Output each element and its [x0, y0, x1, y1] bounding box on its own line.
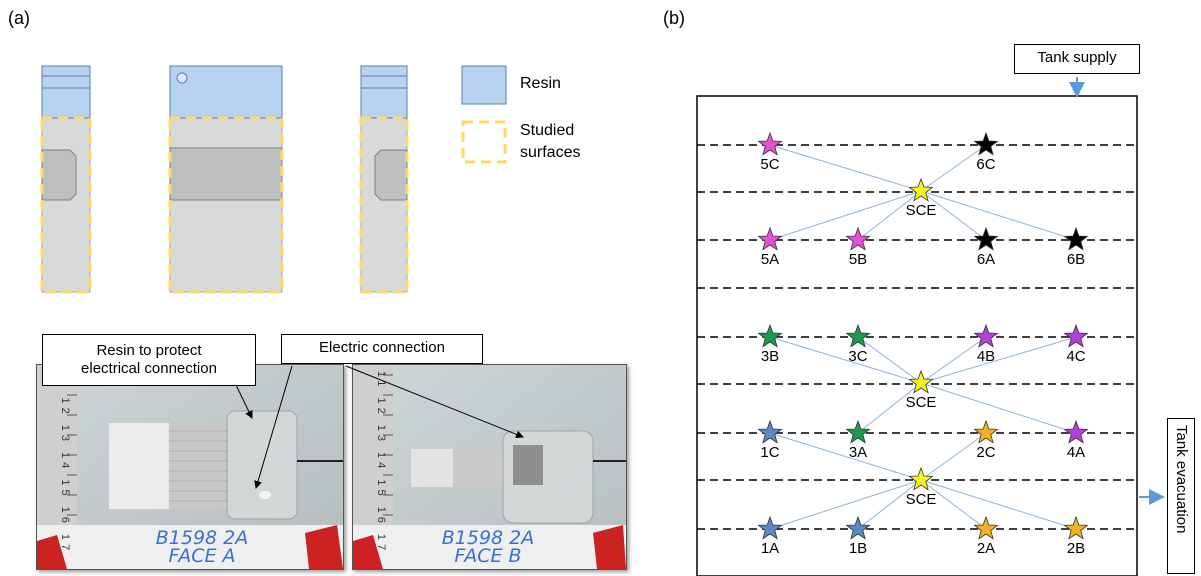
tank-outline [696, 95, 1138, 576]
sample-star-3c-icon [845, 323, 871, 348]
tank-levels [697, 144, 1137, 530]
photo-face-a-tag-line1: B1598 2A [155, 527, 249, 549]
sample-label-1a: 1A [760, 540, 780, 557]
legend-resin-label: Resin [520, 75, 561, 92]
sample-label-1b: 1B [848, 540, 868, 557]
photo-face-a-tag: B1598 2A FACE A [107, 527, 297, 567]
callout-resin-line1: Resin to protect [96, 342, 202, 359]
sample-label-5c: 5C [760, 156, 780, 173]
callout-electric-box: Electric connection [281, 334, 483, 364]
tank-evacuation-box: Tank evacuation [1167, 418, 1195, 574]
connector-line [920, 336, 987, 384]
connector-line [769, 336, 922, 384]
sample-star-1b-icon [845, 515, 871, 540]
sample-star-1a-icon [757, 515, 783, 540]
sample-star-2a-icon [973, 515, 999, 540]
sample-star-3a-icon [845, 419, 871, 444]
sample-connectors [769, 144, 1077, 530]
sample-face [168, 65, 284, 294]
tank-supply-label: Tank supply [1014, 44, 1140, 74]
panel-b-label: (b) [663, 8, 685, 28]
sample-label-sce: SCE [905, 491, 937, 508]
connector-line [769, 432, 922, 481]
connector-line [920, 336, 1077, 384]
sample-star-2c-icon [973, 419, 999, 444]
sample-star-5a-icon [757, 226, 783, 251]
sample-star-6b-icon [1063, 226, 1089, 251]
connector-line [857, 382, 922, 434]
sample-star-1c-icon [757, 419, 783, 444]
legend-resin-swatch [461, 65, 507, 105]
sample-star-3b-icon [757, 323, 783, 348]
sample-star-6c-icon [973, 131, 999, 156]
connector-line [920, 144, 987, 192]
sample-star-5c-icon [757, 131, 783, 156]
sample-label-1c: 1C [760, 444, 780, 461]
sample-side-right [359, 65, 409, 294]
sample-label-5a: 5A [760, 251, 780, 268]
sample-label-2c: 2C [976, 444, 996, 461]
connector-line [857, 479, 922, 530]
panel-a-label: (a) [8, 8, 30, 28]
connector-line [769, 190, 922, 241]
sample-label-3a: 3A [848, 444, 868, 461]
sample-star-4b-icon [973, 323, 999, 348]
photo-face-a-ruler: 11 12 13 14 15 16 17 [59, 371, 71, 555]
connector-line [920, 382, 1077, 434]
legend-studied-label-1: Studied [520, 122, 575, 139]
sample-stars [757, 131, 1089, 540]
sample-label-6b: 6B [1066, 251, 1086, 268]
sample-star-4c-icon [1063, 323, 1089, 348]
sample-star-sce-icon [908, 466, 934, 491]
photo-face-b-tag: B1598 2A FACE B [393, 527, 583, 567]
connector-line [920, 190, 1077, 241]
tank-evacuation-label: Tank evacuation [1173, 425, 1190, 534]
connector-line [920, 190, 987, 241]
callout-resin-box: Resin to protect electrical connection [42, 334, 256, 386]
sample-label-sce: SCE [905, 394, 937, 411]
photo-face-b-tag-line2: FACE B [454, 545, 522, 567]
connector-line [857, 336, 922, 384]
photo-face-a-tag-line2: FACE A [168, 545, 236, 567]
sample-star-sce-icon [908, 177, 934, 202]
photo-face-b-tag-line1: B1598 2A [441, 527, 535, 549]
sample-label-4c: 4C [1066, 348, 1086, 365]
sample-star-4a-icon [1063, 419, 1089, 444]
sample-label-sce: SCE [905, 202, 937, 219]
sample-star-6a-icon [973, 226, 999, 251]
sample-label-3c: 3C [848, 348, 868, 365]
connector-line [920, 432, 987, 481]
sample-label-5b: 5B [848, 251, 868, 268]
sample-label-3b: 3B [760, 348, 780, 365]
connector-line [769, 144, 922, 192]
sample-label-4a: 4A [1066, 444, 1086, 461]
connector-line [769, 479, 922, 530]
sample-label-6a: 6A [976, 251, 996, 268]
sample-label-4b: 4B [976, 348, 996, 365]
sample-label-2b: 2B [1066, 540, 1086, 557]
connector-line [920, 479, 1077, 530]
legend-studied-swatch [461, 120, 507, 164]
sample-label-6c: 6C [976, 156, 996, 173]
sample-side-left [40, 65, 92, 294]
sample-label-2a: 2A [976, 540, 996, 557]
callout-resin-line2: electrical connection [81, 360, 217, 377]
sample-star-5b-icon [845, 226, 871, 251]
sample-star-2b-icon [1063, 515, 1089, 540]
sample-star-sce-icon [908, 369, 934, 394]
connector-line [920, 479, 987, 530]
legend-studied-label-2: surfaces [520, 144, 581, 161]
connector-line [857, 190, 922, 241]
